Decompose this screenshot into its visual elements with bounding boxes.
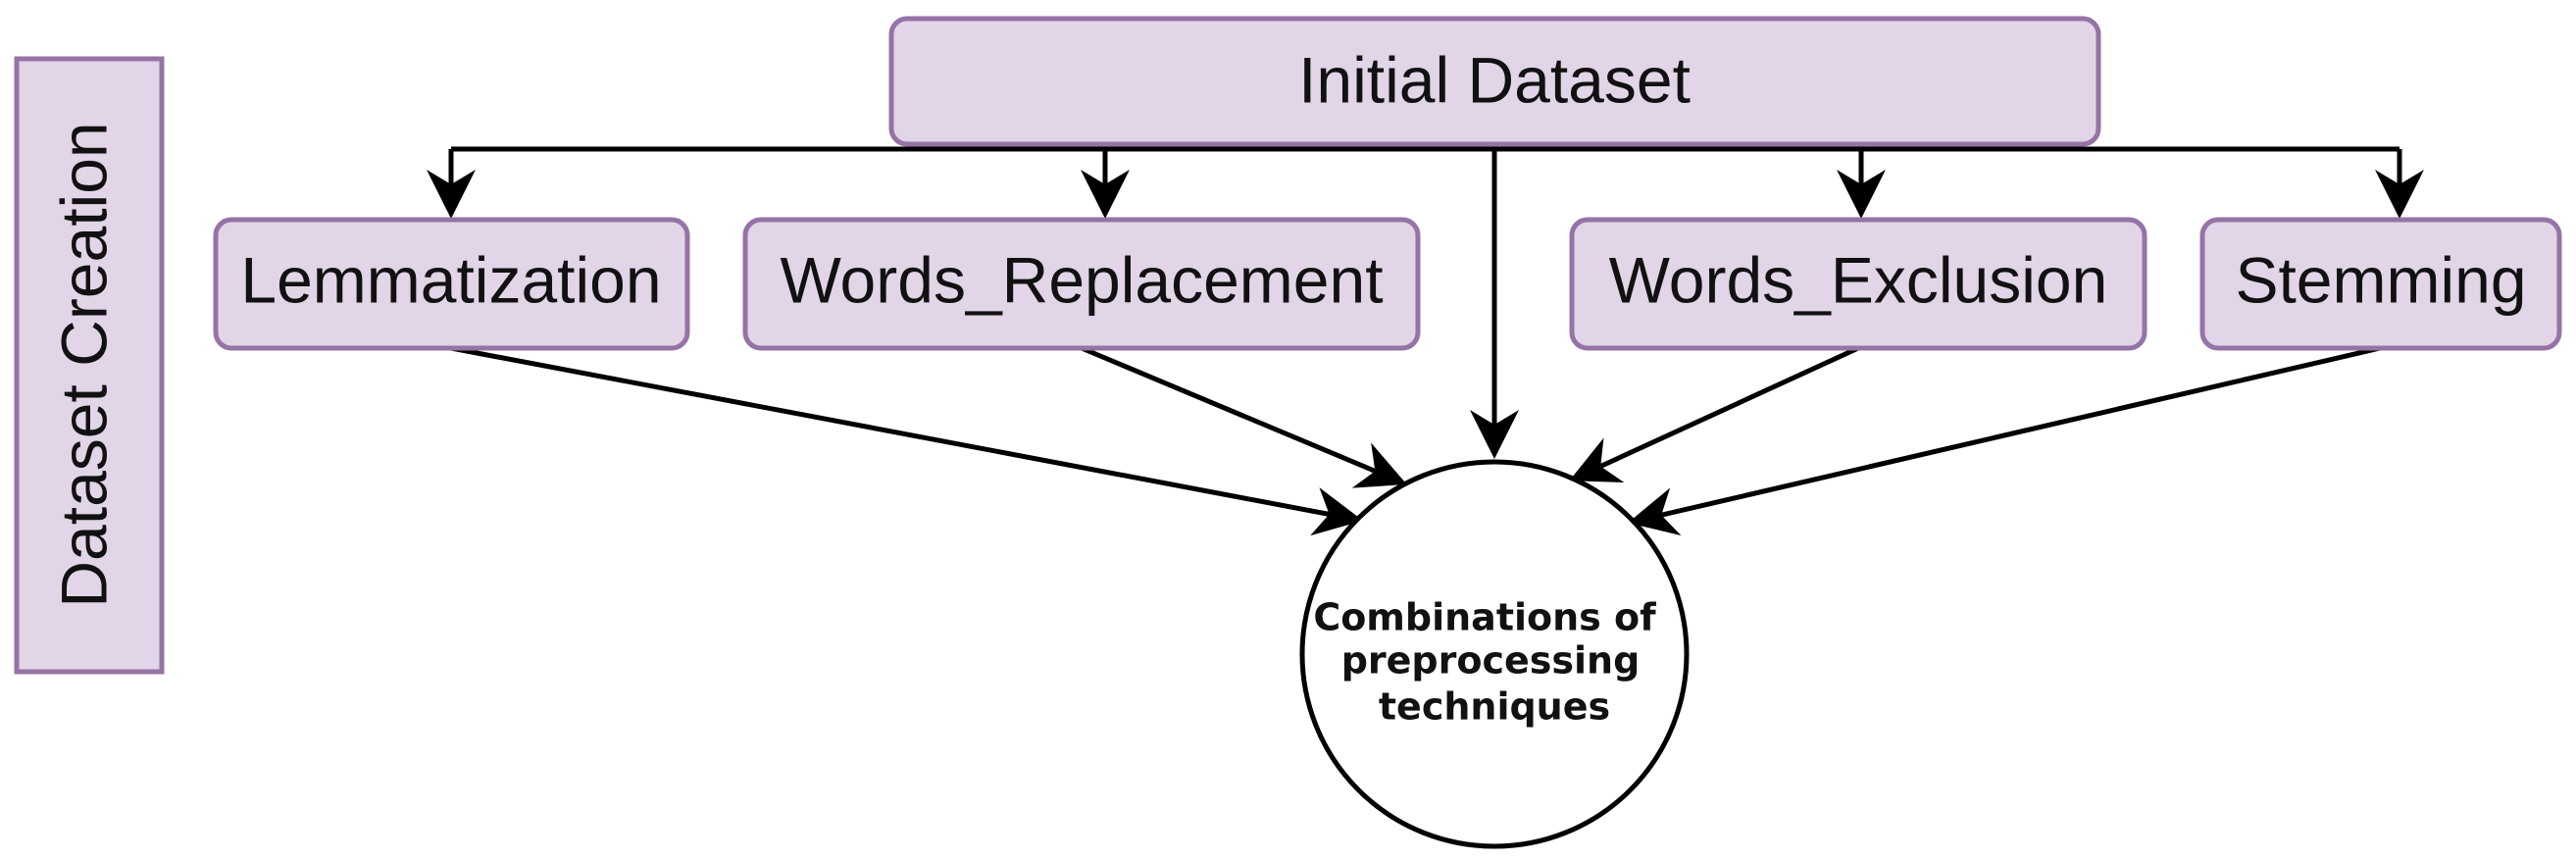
stemming-box [2199, 217, 2562, 351]
arrow-words-exclusion-to-combinations [1569, 345, 1860, 482]
side-label-box [14, 56, 165, 675]
initial-dataset-node: Initial Dataset [888, 16, 2101, 147]
arrow-words-replacement-to-combinations [1081, 345, 1407, 488]
stemming-label: Stemming [2235, 243, 2526, 316]
words-exclusion-box [1569, 217, 2147, 351]
side-label: Dataset Creation [14, 56, 165, 675]
words-replacement-label: Words_Replacement [780, 243, 1383, 316]
combinations-label-line-2: preprocessing [1341, 639, 1641, 683]
arrow-stemming-to-combinations [1628, 345, 2381, 536]
words-replacement-node: Words_Replacement [742, 217, 1421, 351]
initial-dataset-label: Initial Dataset [1298, 43, 1691, 116]
combinations-circle [1299, 459, 1690, 849]
combinations-label-line-1: Combinations of [1313, 596, 1656, 639]
connectors [427, 146, 2424, 536]
words-exclusion-node: Words_Exclusion [1569, 217, 2147, 351]
combinations-node: Combinations of preprocessing techniques [1299, 459, 1690, 849]
side-label-text: Dataset Creation [47, 122, 120, 607]
words-replacement-box [742, 217, 1421, 351]
initial-dataset-box [888, 16, 2101, 147]
arrow-lemmatization-to-combinations [450, 345, 1363, 536]
lemmatization-label: Lemmatization [240, 243, 661, 316]
lemmatization-box [213, 217, 690, 351]
stemming-node: Stemming [2199, 217, 2562, 351]
combinations-label-line-3: techniques [1379, 685, 1610, 729]
lemmatization-node: Lemmatization [213, 217, 690, 351]
words-exclusion-label: Words_Exclusion [1609, 243, 2108, 316]
